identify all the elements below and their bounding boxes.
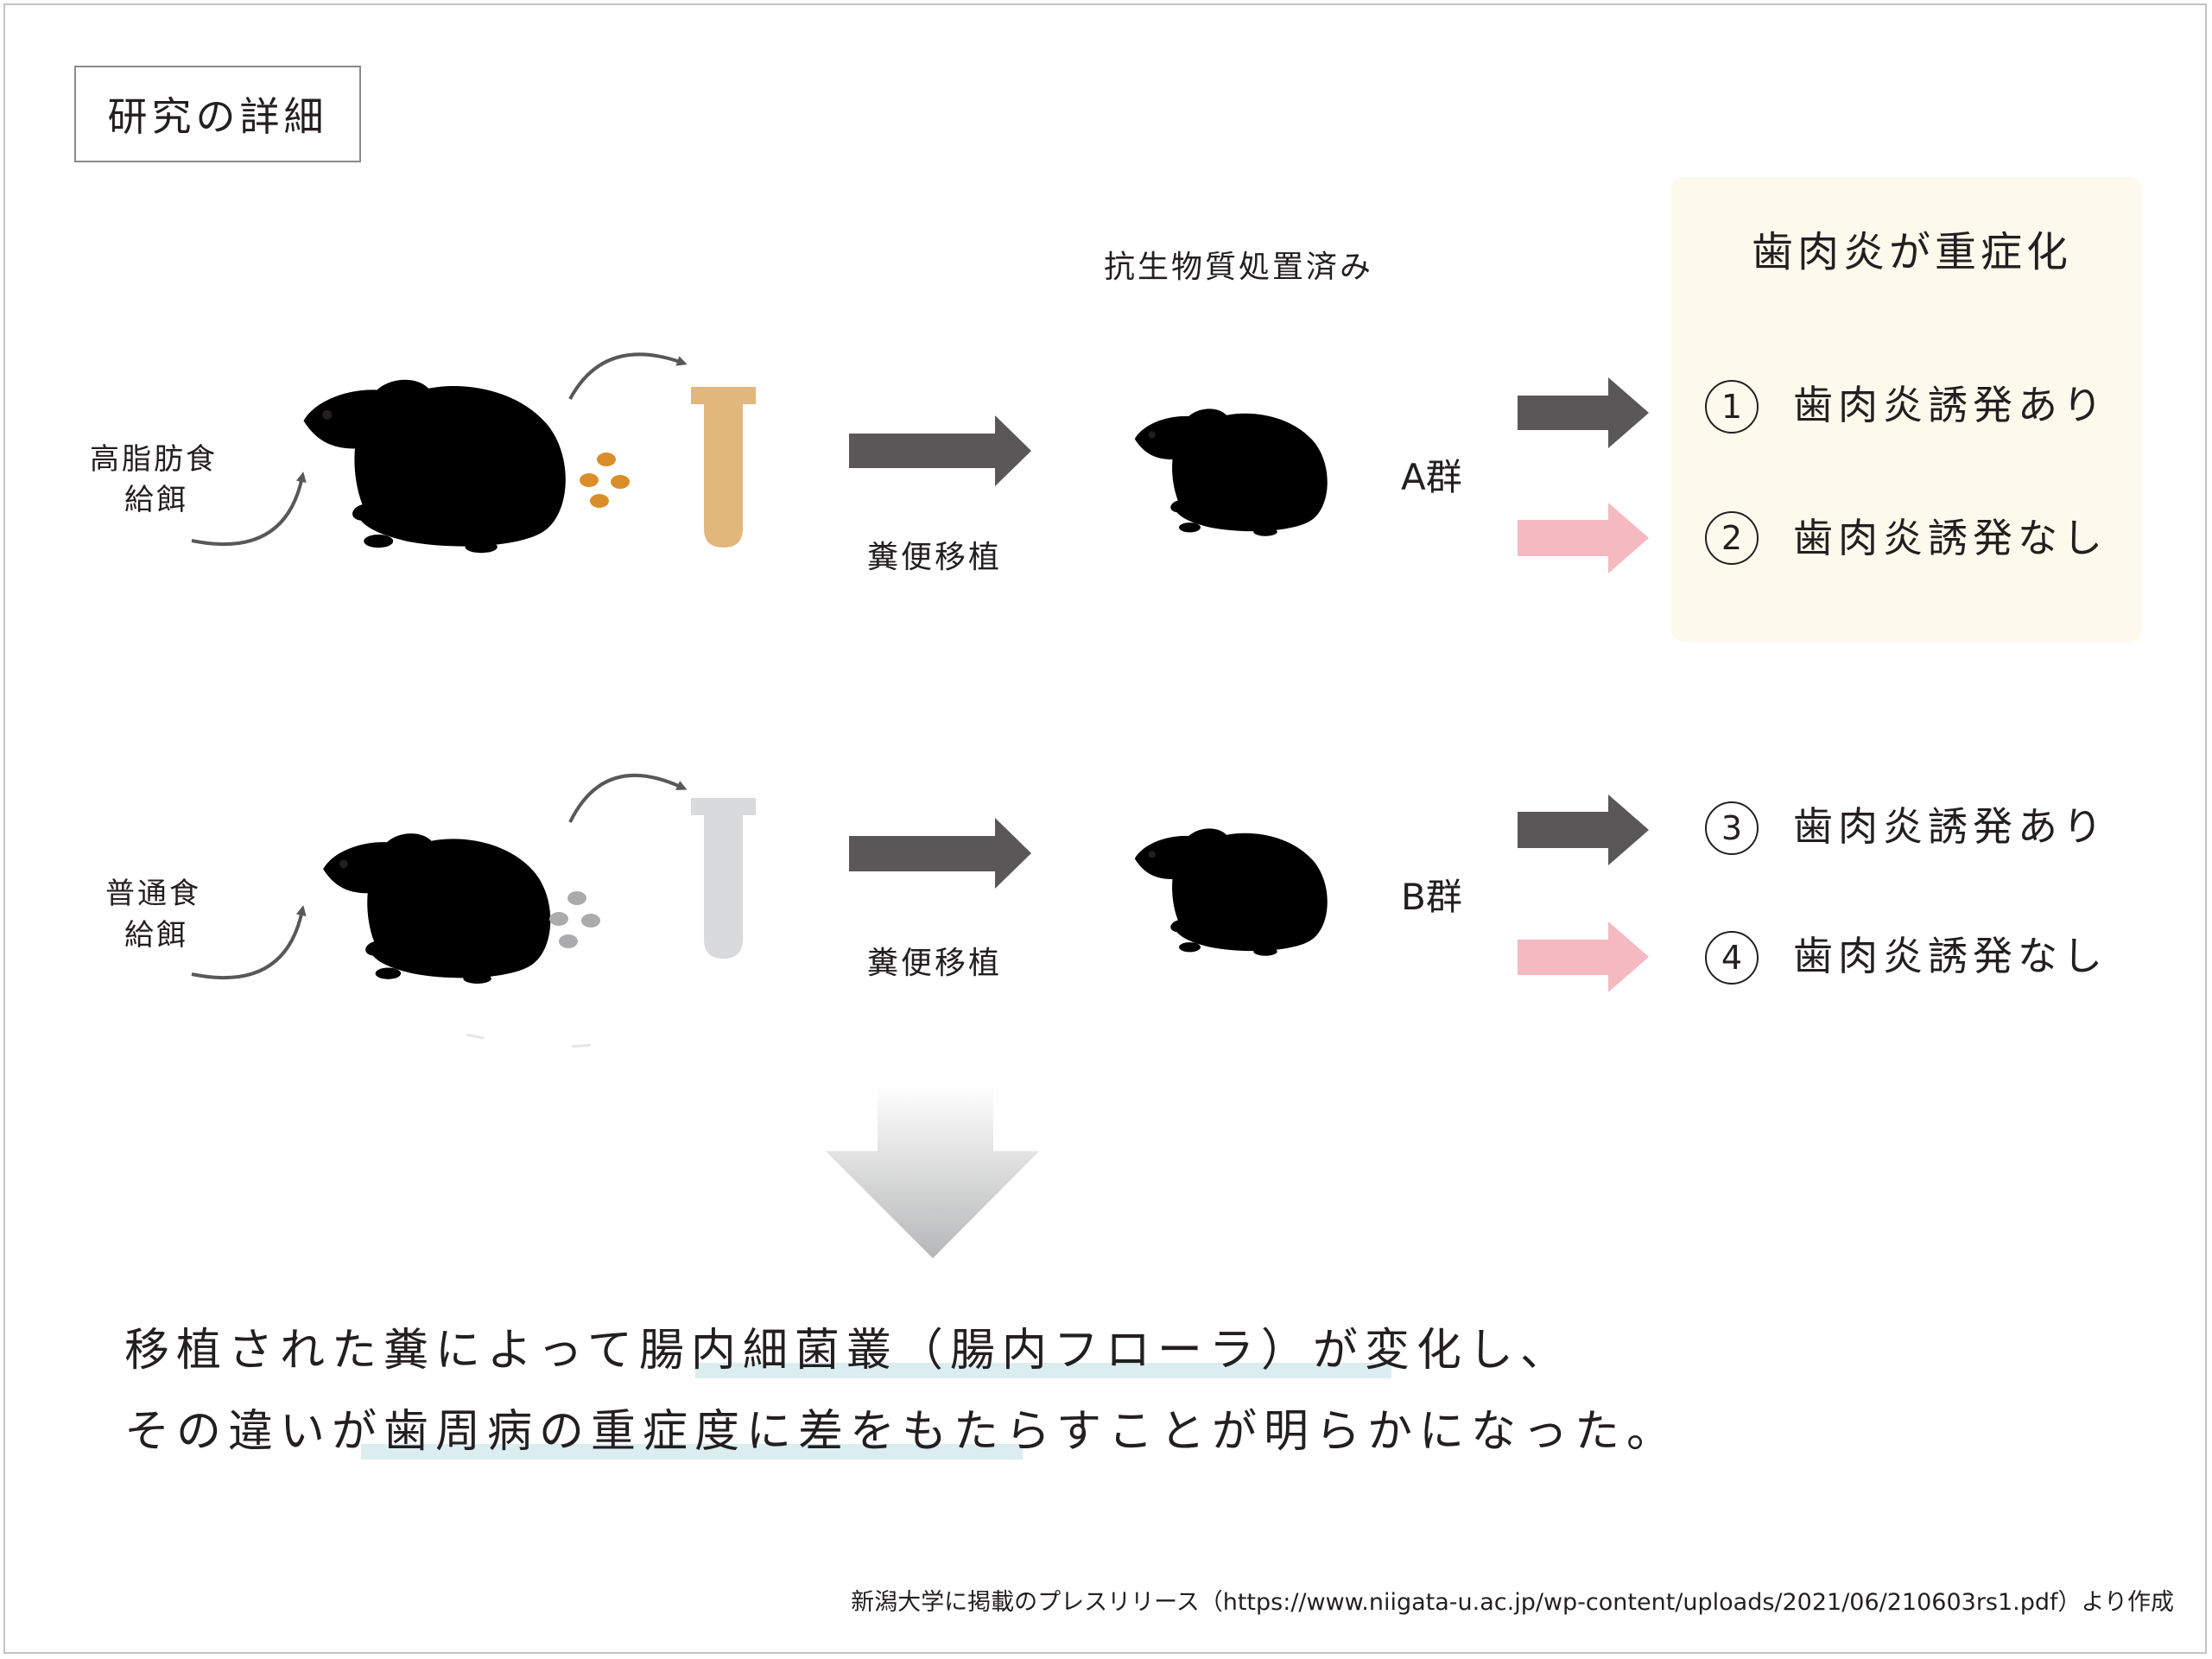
group-b-diet-line1: 普通食 xyxy=(105,877,201,911)
block-arrow-icon xyxy=(849,415,1031,486)
group-a-transplant-label: 糞便移植 xyxy=(867,540,1003,575)
conclusion-line-1-a: 移植された糞によって腸内 xyxy=(124,1325,743,1377)
test-tube-b-icon xyxy=(691,798,756,959)
outcome-2-number: 2 xyxy=(1705,511,1759,565)
block-arrow-icon xyxy=(1518,795,1649,865)
fecal-pellet-b-icon xyxy=(549,891,600,948)
block-arrow-icon xyxy=(1518,921,1649,992)
group-b-diet-line2: 給餌 xyxy=(124,918,188,953)
highlight-severity xyxy=(361,1444,1023,1460)
recipient-mouse-b-icon xyxy=(1134,828,1328,956)
section-title: 研究の詳細 xyxy=(74,66,361,162)
group-a-label: A群 xyxy=(1401,456,1462,498)
conclusion-line-1-c: し、 xyxy=(1467,1325,1572,1377)
conclusion-line-1-b: 細菌叢（腸内フローラ）が変化 xyxy=(742,1325,1468,1377)
outcome-3-number: 3 xyxy=(1705,801,1759,855)
down-gradient-arrow-icon xyxy=(826,1084,1039,1258)
highlight-microbiota xyxy=(695,1363,1391,1378)
conclusion-line-1: 移植された糞によって腸内細菌叢（腸内フローラ）が変化し、 xyxy=(124,1328,1572,1373)
source-footnote: 新潟大学に掲載のプレスリリース（https://www.niigata-u.ac… xyxy=(851,1589,2174,1616)
page-frame xyxy=(3,3,2207,1654)
outcome-1-number: 1 xyxy=(1705,380,1759,434)
outcome-4-number: 4 xyxy=(1705,931,1759,985)
conclusion-line-2-a: その違いが xyxy=(124,1406,384,1458)
donor-mouse-a-icon xyxy=(303,379,566,554)
outcome-1-label: 歯肉炎誘発あり xyxy=(1793,382,2107,428)
group-b-transplant-label: 糞便移植 xyxy=(867,946,1003,981)
fecal-pellet-a-icon xyxy=(580,453,630,508)
group-b-label: B群 xyxy=(1401,876,1462,918)
conclusion-line-2-b: 歯周病の重症度に差を xyxy=(383,1406,903,1458)
curved-arrow-icon xyxy=(568,352,688,400)
conclusion-line-2: その違いが歯周病の重症度に差をもたらすことが明らかになった。 xyxy=(124,1409,1678,1454)
test-tube-a-icon xyxy=(691,387,756,548)
block-arrow-icon xyxy=(1518,503,1649,573)
outcome-3-label: 歯肉炎誘発あり xyxy=(1793,803,2107,850)
outcome-2-label: 歯肉炎誘発なし xyxy=(1793,515,2107,561)
block-arrow-icon xyxy=(849,818,1031,889)
outcome-4-label: 歯肉炎誘発なし xyxy=(1793,933,2107,979)
antibiotic-note: 抗生物質処置済み xyxy=(1104,250,1374,285)
curved-arrow-icon xyxy=(191,905,307,980)
recipient-mouse-a-icon xyxy=(1134,408,1328,536)
block-arrow-icon xyxy=(1518,377,1649,448)
group-a-diet-line2: 給餌 xyxy=(124,483,188,517)
conclusion-line-2-c: もたらすことが明らかになった。 xyxy=(902,1406,1678,1458)
panel-title: 歯肉炎が重症化 xyxy=(1752,228,2073,276)
group-a-diet-line1: 高脂肪食 xyxy=(90,442,218,477)
donor-mouse-b-icon xyxy=(323,833,551,984)
curved-arrow-icon xyxy=(568,773,688,823)
curved-arrow-icon xyxy=(191,472,307,547)
